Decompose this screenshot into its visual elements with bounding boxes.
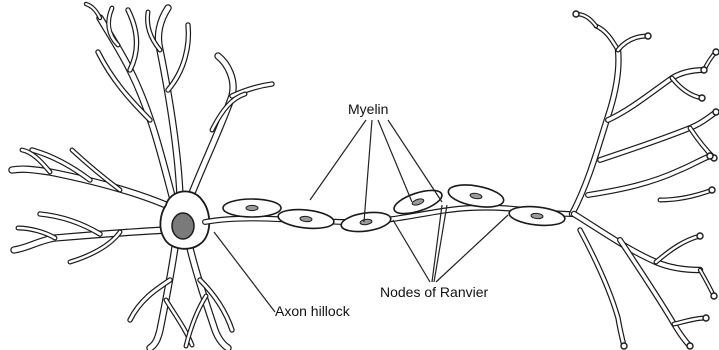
terminal-branch-14-inner [620,240,690,346]
terminal-branch-6 [672,78,702,98]
terminal-bouton [703,315,709,321]
terminal-branch-16 [580,230,624,346]
terminal-bouton [645,33,651,39]
dendrite-23-inner [188,240,228,348]
terminal-bouton [573,11,579,17]
dendrites [12,4,272,348]
cell-nucleus [172,213,194,239]
dendrite-17 [40,214,100,234]
myelin-sheaths [223,181,566,234]
terminal-bouton [713,49,719,55]
terminal-bouton [699,95,705,101]
myelin-sheath [508,204,566,228]
myelin-sheath [223,199,281,217]
terminal-bouton [707,153,713,159]
terminal-bouton [687,343,693,349]
axon-terminals [572,11,719,349]
sheath-nucleus [246,205,258,210]
terminal-bouton [711,293,717,299]
terminal-bouton [709,187,715,193]
myelin-sheath [277,207,335,231]
terminal-branch-13-inner [700,270,714,296]
terminal-branch-10 [588,156,710,195]
terminal-bouton [701,67,707,73]
terminal-bouton [713,109,719,115]
terminal-branch-8-inner [600,112,716,160]
myelin-sheath [340,210,392,235]
label-nodes-of-ranvier: Nodes of Ranvier [380,284,489,300]
label-myelin: Myelin [348,101,388,117]
dendrite-12 [12,169,166,205]
terminal-bouton [697,233,703,239]
hillock-pointer [214,232,275,312]
terminal-bouton [621,343,627,349]
label-axon-hillock: Axon hillock [275,303,351,319]
